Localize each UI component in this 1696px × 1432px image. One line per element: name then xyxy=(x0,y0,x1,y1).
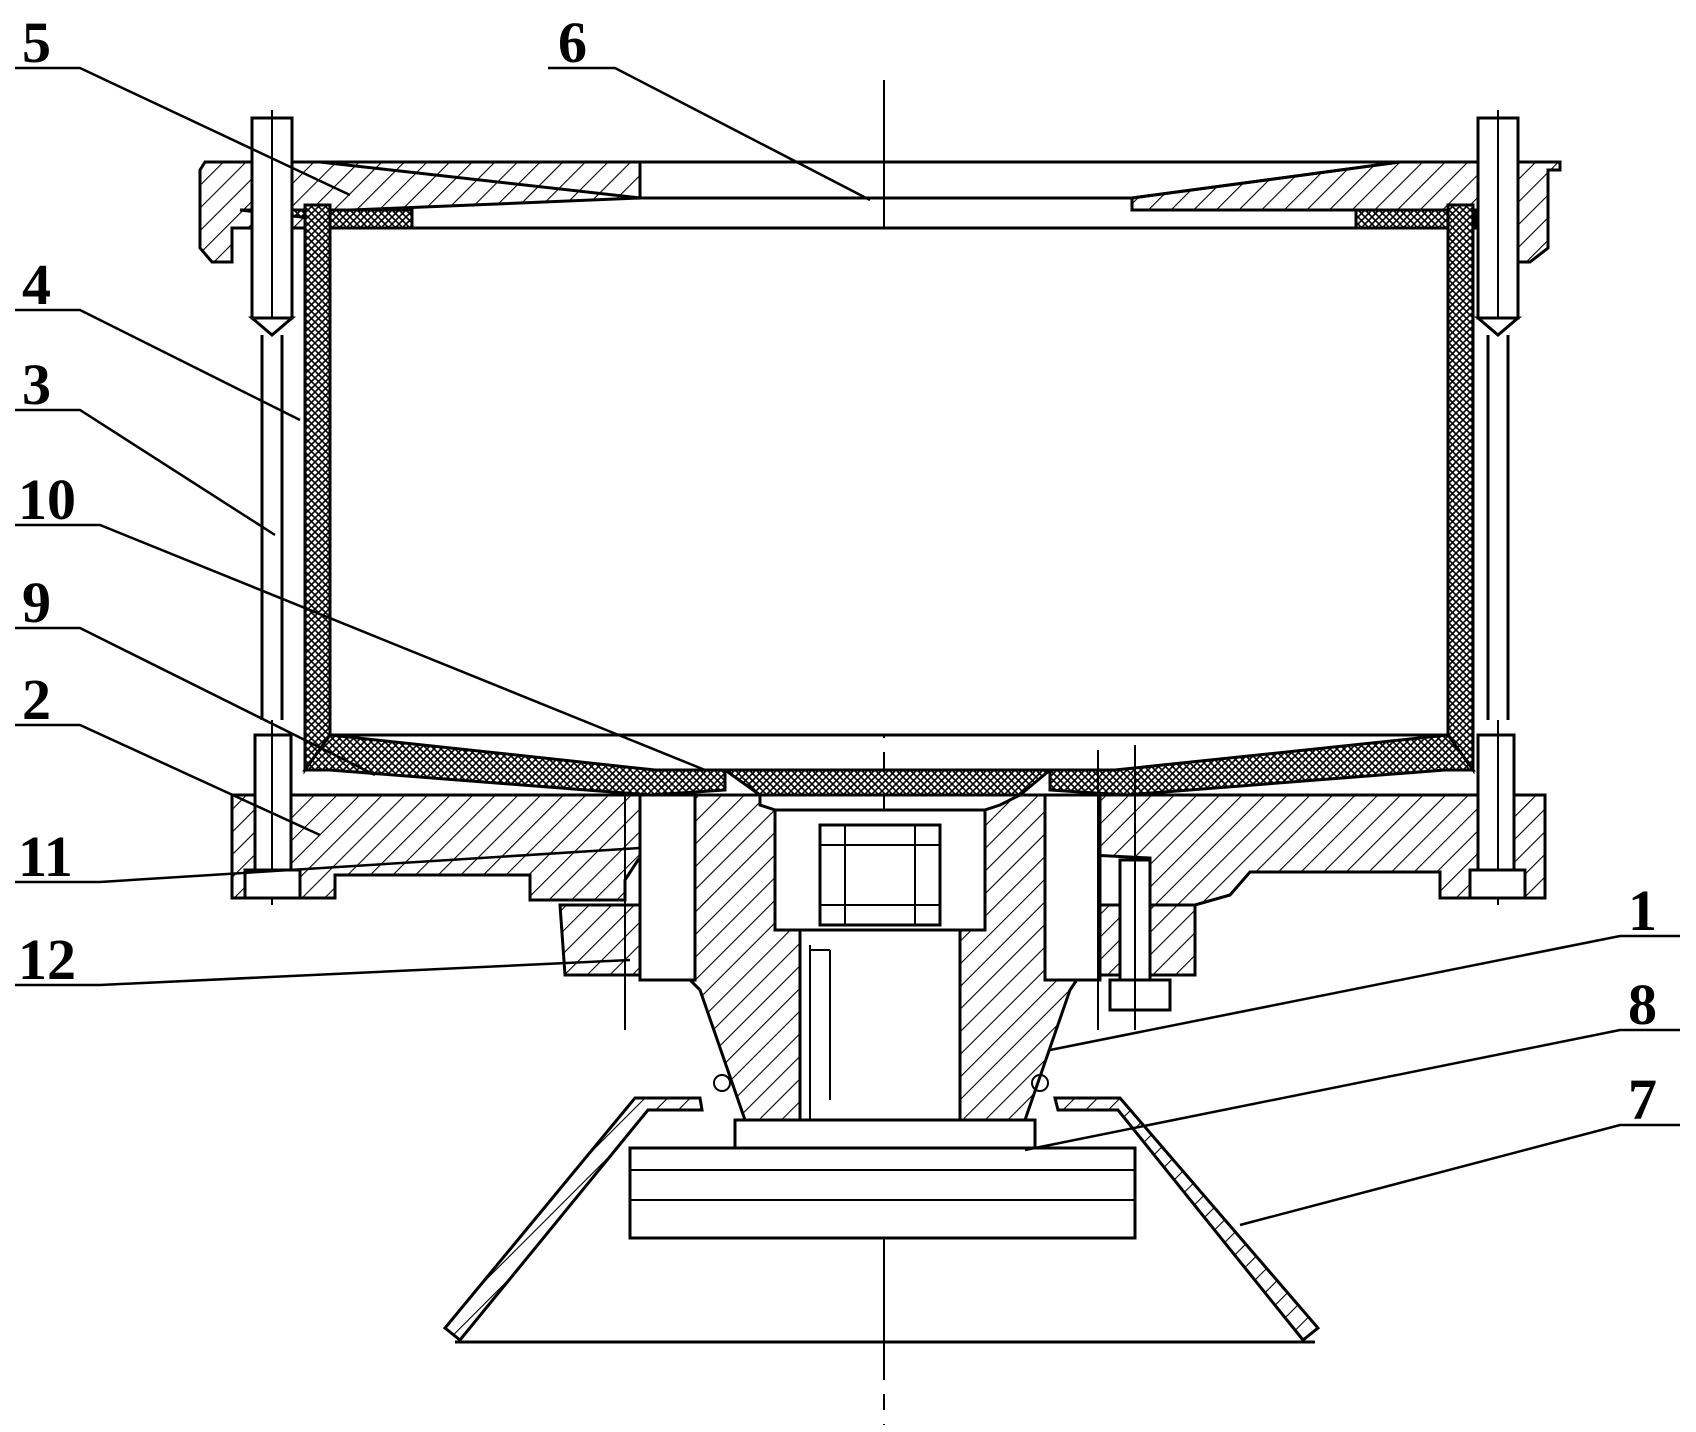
hex-nut xyxy=(818,823,942,927)
leader-10 xyxy=(15,523,706,772)
passages xyxy=(624,750,1102,1030)
hub xyxy=(653,793,1082,1122)
cone-cover xyxy=(442,1096,1321,1344)
part-labels: 5 6 4 3 10 9 2 11 12 1 8 7 xyxy=(18,10,1657,1132)
label-11: 11 xyxy=(18,824,73,889)
bottom-flange xyxy=(230,793,1547,977)
leader-5 xyxy=(15,66,351,197)
label-9: 9 xyxy=(22,570,51,635)
label-1: 1 xyxy=(1628,878,1657,943)
leader-9 xyxy=(15,626,376,777)
leader-4 xyxy=(15,308,301,422)
label-3: 3 xyxy=(22,352,51,417)
label-8: 8 xyxy=(1628,972,1657,1037)
label-2: 2 xyxy=(22,667,51,732)
label-6: 6 xyxy=(558,10,587,75)
label-10: 10 xyxy=(18,467,76,532)
seal-left xyxy=(713,1074,731,1092)
leader-7 xyxy=(1239,1123,1680,1227)
leader-2 xyxy=(15,723,321,837)
bolts xyxy=(243,110,1527,1030)
leader-lines xyxy=(15,66,1680,1227)
leader-3 xyxy=(15,408,276,537)
label-5: 5 xyxy=(22,10,51,75)
base-plates xyxy=(628,1118,1137,1240)
leader-8 xyxy=(1024,1028,1680,1152)
leader-11 xyxy=(15,846,641,884)
label-4: 4 xyxy=(22,252,51,317)
label-7: 7 xyxy=(1628,1067,1657,1132)
seal-right xyxy=(1031,1074,1049,1092)
leader-12 xyxy=(15,958,631,987)
leader-6 xyxy=(548,66,871,202)
leader-1 xyxy=(1049,934,1680,1052)
inner-container xyxy=(328,226,1450,737)
label-12: 12 xyxy=(18,927,76,992)
top-flange xyxy=(198,160,1562,264)
